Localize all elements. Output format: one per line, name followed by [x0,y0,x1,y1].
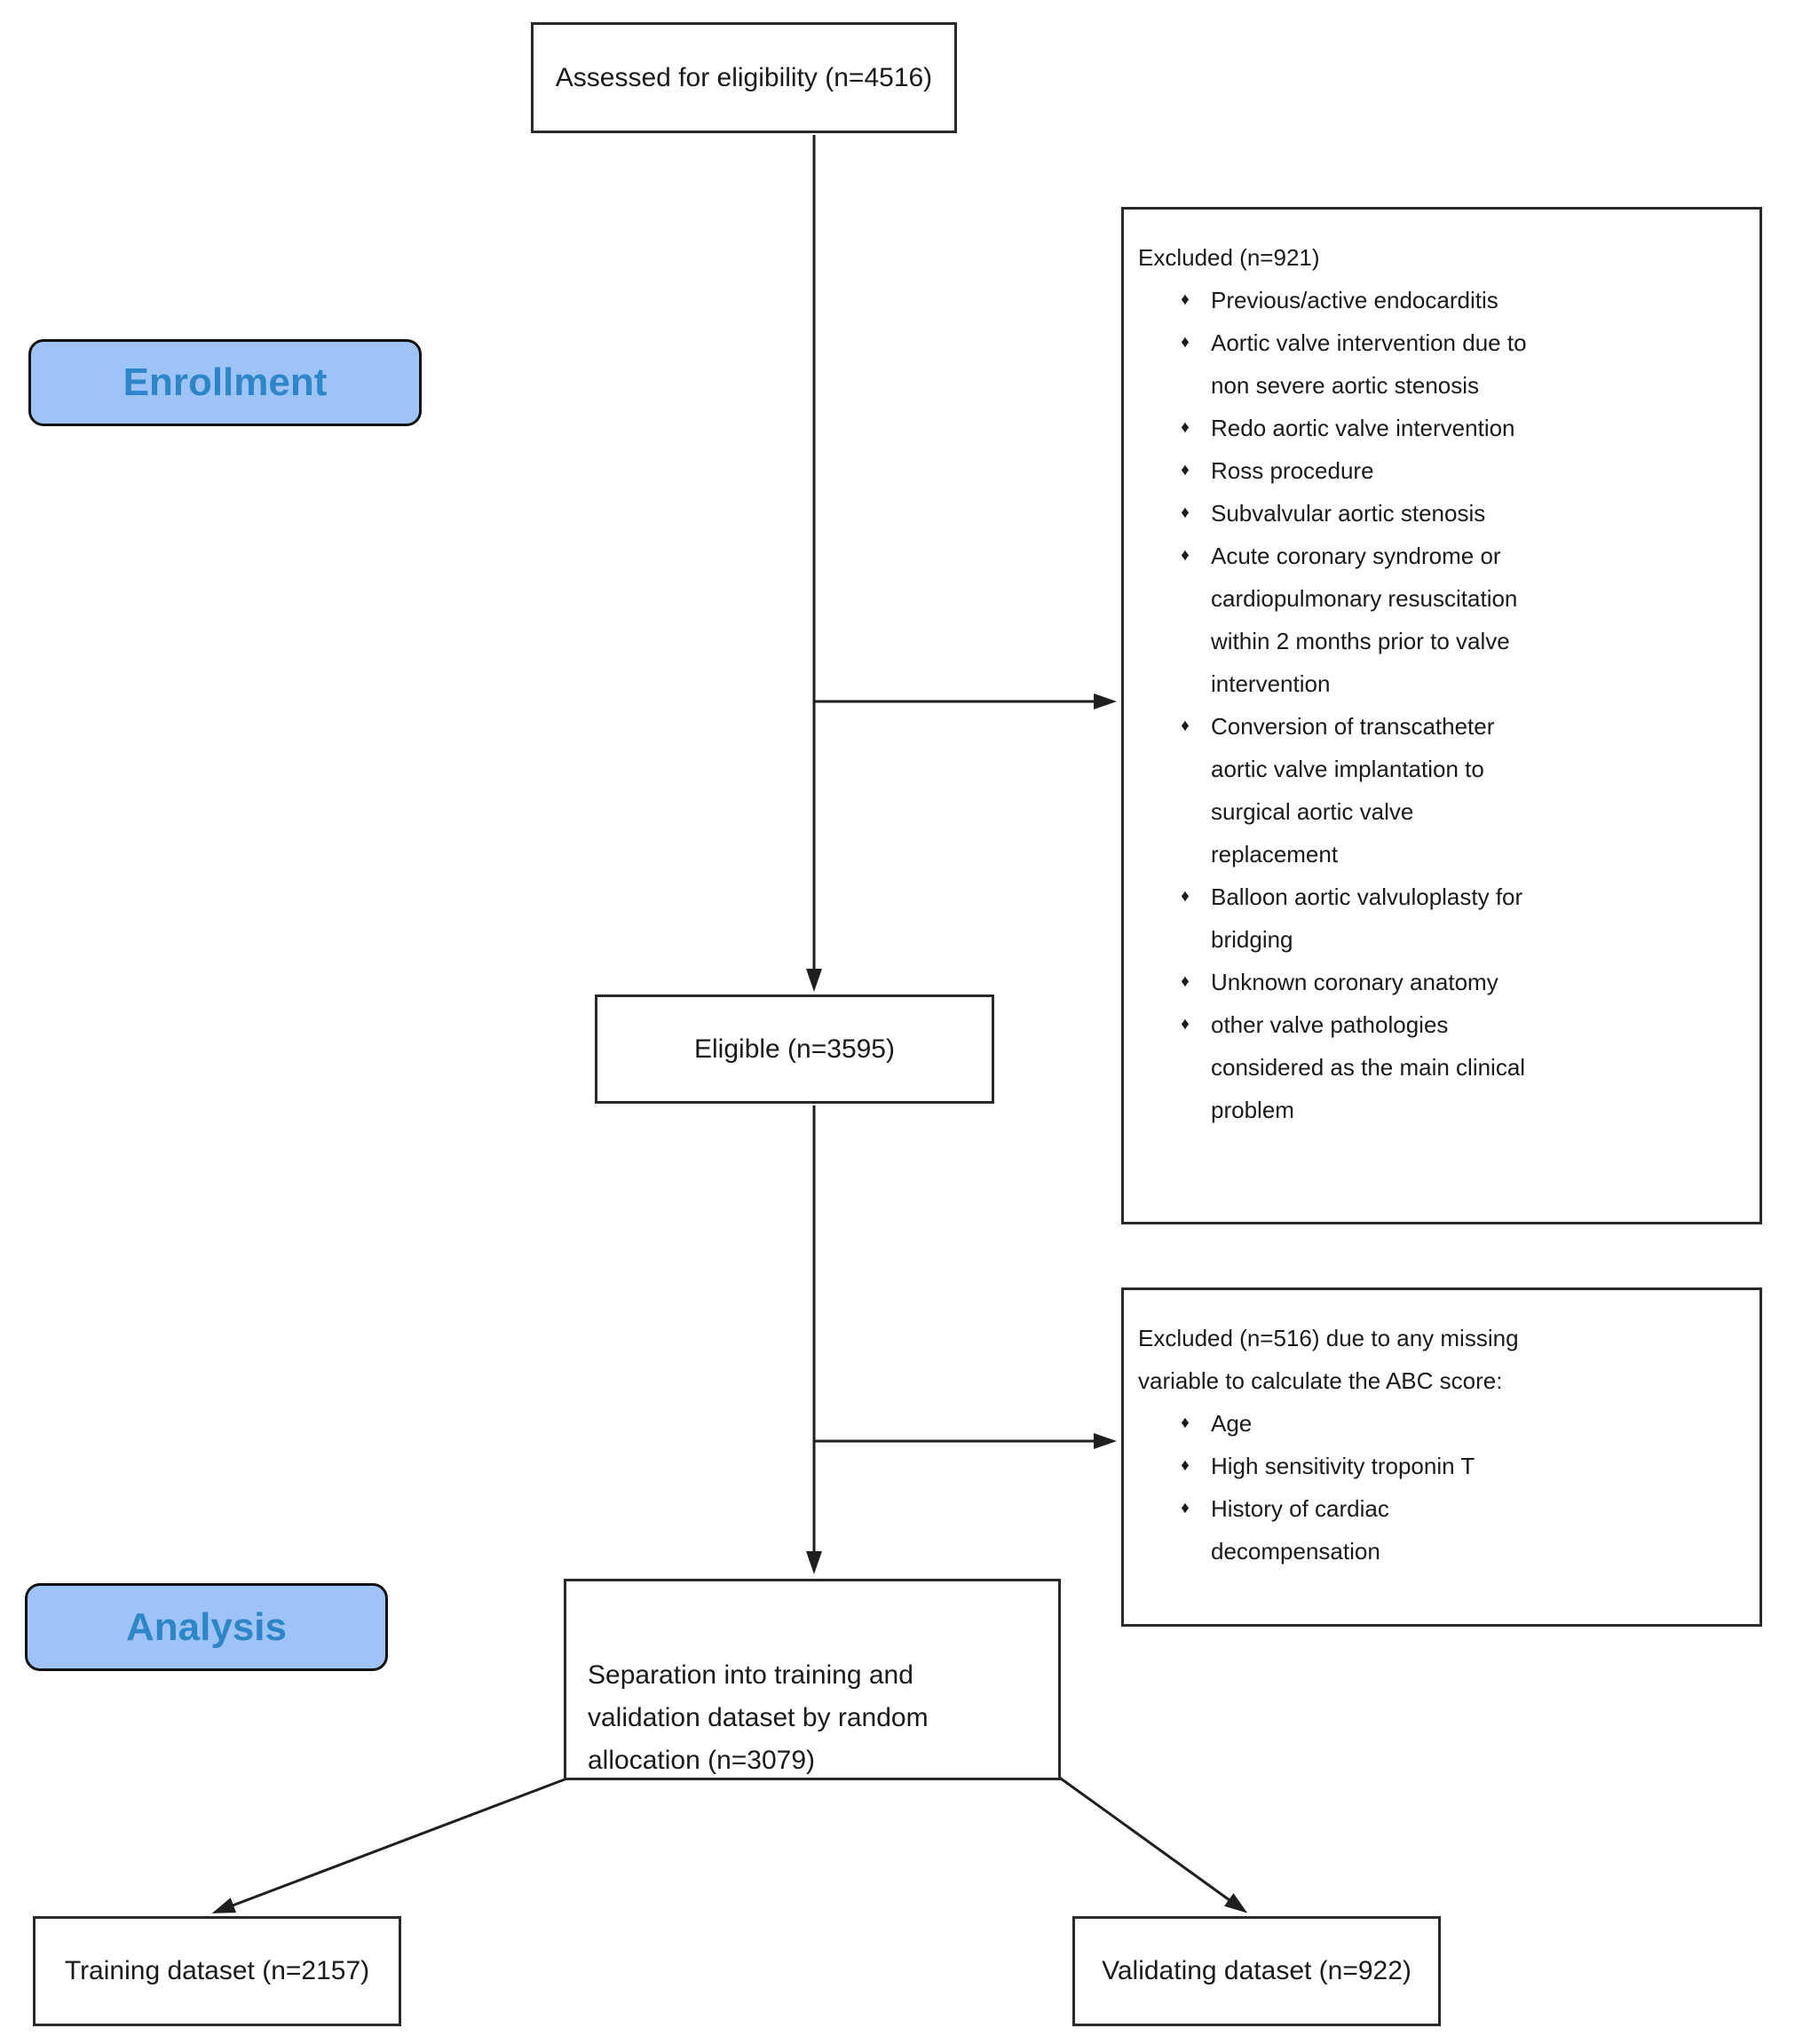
diamond-bullet-icon: ♦ [1181,333,1190,352]
list-item-text: Unknown coronary anatomy [1211,969,1498,995]
diamond-bullet-icon: ♦ [1181,1499,1190,1517]
list-item-text: High sensitivity troponin T [1211,1453,1475,1479]
list-item: ♦ Redo aortic valve intervention [1159,407,1738,449]
validating-dataset-label: Validating dataset (n=922) [1102,1956,1411,1985]
excluded-enrollment-list: ♦ Previous/active endocarditis ♦ Aortic … [1138,279,1738,1131]
separation-box: Separation into training and validation … [564,1579,1061,1780]
diamond-bullet-icon: ♦ [1181,503,1190,522]
list-item: ♦ Acute coronary syndrome or cardiopulmo… [1159,535,1738,705]
diamond-bullet-icon: ♦ [1181,418,1190,437]
excluded-enrollment-box: Excluded (n=921) ♦ Previous/active endoc… [1121,207,1762,1224]
list-item: ♦ Ross procedure [1159,449,1738,492]
training-dataset-label: Training dataset (n=2157) [64,1956,370,1985]
list-item: ♦ Balloon aortic valvuloplasty for bridg… [1159,875,1738,961]
excluded-missing-list: ♦ Age ♦ High sensitivity troponin T ♦ Hi… [1138,1402,1738,1573]
assessed-box: Assessed for eligibility (n=4516) [531,22,957,133]
assessed-label: Assessed for eligibility (n=4516) [555,62,933,92]
list-item: ♦ History of cardiac decompensation [1159,1487,1738,1573]
list-item: ♦ Aortic valve intervention due to non s… [1159,321,1738,407]
diamond-bullet-icon: ♦ [1181,546,1190,565]
analysis-stage-badge: Analysis [25,1583,388,1671]
diamond-bullet-icon: ♦ [1181,887,1190,906]
diamond-bullet-icon: ♦ [1181,1456,1190,1475]
excluded-missing-box: Excluded (n=516) due to any missing vari… [1121,1287,1762,1627]
arrow-separation-to-training [211,1772,580,1913]
list-item: ♦ High sensitivity troponin T [1159,1445,1738,1487]
arrow-separation-to-validating [1054,1772,1248,1913]
analysis-stage-label: Analysis [126,1604,287,1649]
validating-dataset-box: Validating dataset (n=922) [1072,1916,1441,2026]
diamond-bullet-icon: ♦ [1181,461,1190,479]
list-item: ♦ Age [1159,1402,1738,1445]
list-item-text: Aortic valve intervention due to non sev… [1211,329,1527,399]
list-item-text: Conversion of transcatheter aortic valve… [1211,713,1495,868]
list-item-text: Subvalvular aortic stenosis [1211,500,1486,527]
list-item-text: Ross procedure [1211,457,1374,484]
list-item: ♦ other valve pathologies considered as … [1159,1003,1738,1131]
enrollment-stage-badge: Enrollment [28,339,422,426]
eligible-label: Eligible (n=3595) [694,1034,895,1064]
excluded-enrollment-title: Excluded (n=921) [1138,244,1320,271]
diamond-bullet-icon: ♦ [1181,717,1190,735]
enrollment-stage-label: Enrollment [123,360,328,404]
list-item-text: Age [1211,1410,1253,1437]
list-item-text: History of cardiac decompensation [1211,1495,1389,1565]
diamond-bullet-icon: ♦ [1181,1015,1190,1034]
eligible-box: Eligible (n=3595) [595,994,994,1104]
training-dataset-box: Training dataset (n=2157) [33,1916,401,2026]
list-item: ♦ Subvalvular aortic stenosis [1159,492,1738,535]
list-item-text: Acute coronary syndrome or cardiopulmona… [1211,543,1518,697]
excluded-missing-title: Excluded (n=516) due to any missing vari… [1138,1325,1519,1394]
list-item: ♦ Conversion of transcatheter aortic val… [1159,705,1738,875]
separation-label: Separation into training and validation … [588,1660,929,1775]
list-item-text: other valve pathologies considered as th… [1211,1011,1526,1123]
diamond-bullet-icon: ♦ [1181,290,1190,309]
list-item: ♦ Previous/active endocarditis [1159,279,1738,321]
diamond-bullet-icon: ♦ [1181,1414,1190,1432]
list-item-text: Previous/active endocarditis [1211,287,1498,313]
list-item-text: Redo aortic valve intervention [1211,415,1515,441]
list-item-text: Balloon aortic valvuloplasty for bridgin… [1211,883,1523,953]
diamond-bullet-icon: ♦ [1181,972,1190,991]
list-item: ♦ Unknown coronary anatomy [1159,961,1738,1003]
